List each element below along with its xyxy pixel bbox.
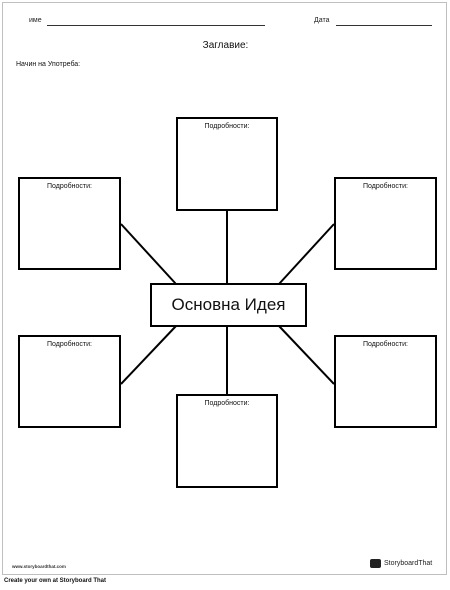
detail-label: Подробности: bbox=[363, 341, 408, 348]
detail-label: Подробности: bbox=[47, 183, 92, 190]
detail-box-upper-left[interactable]: Подробности: bbox=[18, 177, 121, 270]
detail-box-lower-left[interactable]: Подробности: bbox=[18, 335, 121, 428]
connector-upper-right bbox=[278, 223, 335, 285]
brand-name: StoryboardThat bbox=[384, 560, 433, 567]
name-line[interactable] bbox=[47, 25, 265, 26]
worksheet-page: име Дата Заглавие: Начин на Употреба: По… bbox=[2, 2, 447, 575]
brand-logo: StoryboardThat bbox=[370, 559, 432, 568]
storyboard-logo-icon bbox=[370, 559, 381, 568]
detail-label: Подробности: bbox=[47, 341, 92, 348]
date-line[interactable] bbox=[336, 25, 432, 26]
detail-box-upper-right[interactable]: Подробности: bbox=[334, 177, 437, 270]
date-label: Дата bbox=[314, 17, 330, 24]
name-label: име bbox=[29, 17, 42, 24]
detail-label: Подробности: bbox=[204, 400, 250, 407]
detail-label: Подробности: bbox=[363, 183, 408, 190]
connector-lower-right bbox=[278, 325, 335, 385]
site-url: www.storyboardthat.com bbox=[12, 564, 66, 569]
detail-box-lower-right[interactable]: Подробности: bbox=[334, 335, 437, 428]
detail-box-bottom[interactable]: Подробности: bbox=[176, 394, 278, 488]
connector-lower-left bbox=[120, 325, 177, 385]
detail-label: Подробности: bbox=[204, 123, 250, 130]
connector-lines bbox=[120, 209, 335, 395]
footer-tagline[interactable]: Create your own at Storyboard That bbox=[4, 578, 107, 584]
detail-box-top[interactable]: Подробности: bbox=[176, 117, 278, 211]
main-idea-box[interactable]: Основна Идея bbox=[150, 283, 307, 327]
page-title: Заглавие: bbox=[202, 40, 249, 51]
purpose-label: Начин на Употреба: bbox=[16, 61, 81, 68]
connector-upper-left bbox=[120, 223, 177, 285]
